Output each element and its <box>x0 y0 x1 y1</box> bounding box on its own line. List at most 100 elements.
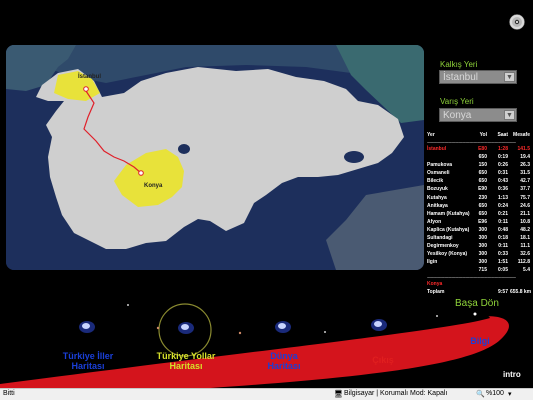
row-time: 1:28 <box>497 146 508 152</box>
header-distance: Mesafe <box>513 132 530 138</box>
nav-label: Türkiye İller Haritası <box>62 351 114 371</box>
istanbul-label: İstanbul <box>78 74 102 80</box>
row-road: 650 <box>478 170 487 177</box>
row-time: 0:21 <box>497 210 508 217</box>
row-place: Hamam (Kutahya) <box>427 210 470 217</box>
row-place: Bozuyuk <box>427 186 448 193</box>
globe-icon[interactable] <box>177 321 195 335</box>
nav-arc <box>0 303 509 388</box>
row-place: Degirmenkoy <box>427 243 459 250</box>
tuz-lake <box>178 144 190 154</box>
table-row: Bozuyuk E90 0:36 37.7 <box>427 185 531 193</box>
globe-icon[interactable] <box>78 320 96 334</box>
cd-icon[interactable] <box>509 14 525 30</box>
total-time: 9:57 <box>497 288 508 295</box>
konya-region <box>114 149 184 207</box>
row-distance: 37.7 <box>520 186 530 193</box>
row-distance: 24.6 <box>520 202 530 209</box>
row-road: 150 <box>478 162 487 169</box>
row-distance: 31.5 <box>520 170 530 177</box>
row-road: 715 <box>478 267 487 274</box>
zone-text: Bilgisayar | Korumalı Mod: Kapalı <box>344 390 448 397</box>
row-distance: 32.6 <box>520 251 530 258</box>
konya-marker <box>138 170 144 176</box>
row-time: 0:19 <box>497 154 508 161</box>
arrival-label: Varış Yeri <box>440 97 474 106</box>
row-road: 650 <box>478 202 487 209</box>
nav-turkey-roads[interactable]: Türkiye Yollar Haritası <box>145 351 227 371</box>
zoom-icon[interactable]: 🔍 <box>476 391 485 398</box>
row-distance: 26.3 <box>520 162 530 169</box>
header-place: Yer <box>427 132 435 138</box>
arrival-select[interactable]: Konya ▼ <box>439 108 517 122</box>
row-time: 0:26 <box>497 162 508 169</box>
row-distance: 18.1 <box>520 235 530 242</box>
row-place: İstanbul <box>427 146 447 152</box>
row-place: Bilecik <box>427 178 444 185</box>
row-distance: 141.5 <box>517 146 530 152</box>
departure-select[interactable]: İstanbul ▼ <box>439 70 517 84</box>
nav-label: Çıkış <box>372 355 394 365</box>
route-table-header: Yer Yol Saat Mesafe <box>427 132 531 140</box>
row-road: E90 <box>478 186 487 193</box>
row-time: 1:13 <box>497 194 508 201</box>
istanbul-region <box>54 71 100 101</box>
nav-label: Türkiye Yollar Haritası <box>156 351 216 371</box>
row-time: 0:43 <box>497 178 508 185</box>
browser-status-bar: Bitti 🖥 Bilgisayar | Korumalı Mod: Kapal… <box>0 388 533 400</box>
row-road: E80 <box>478 146 487 152</box>
row-distance: 75.7 <box>520 194 530 201</box>
back-to-start-button[interactable]: Başa Dön <box>455 298 499 309</box>
nav-info[interactable]: Bilgi <box>462 336 498 346</box>
route-line <box>83 90 142 174</box>
row-time: 1:51 <box>497 259 508 266</box>
row-place: Afyon <box>427 218 442 225</box>
lake-van <box>344 151 364 163</box>
row-distance: 19.4 <box>520 154 530 161</box>
chevron-down-icon[interactable]: ▾ <box>508 391 512 398</box>
intro-button[interactable]: intro <box>503 370 521 379</box>
sparkle-dots <box>127 304 477 335</box>
row-time: 0:36 <box>497 186 508 193</box>
row-time: 0:11 <box>498 243 508 250</box>
destination-name: Konya <box>427 280 443 287</box>
application-window: İstanbul Konya Kalkış Yeri İstanbul ▼ Va… <box>0 14 532 388</box>
globe-icon[interactable] <box>274 320 292 334</box>
konya-label: Konya <box>144 183 163 189</box>
table-separator: ----------------------------------------… <box>427 140 516 145</box>
row-distance: 10.8 <box>520 218 530 225</box>
nav-exit[interactable]: Çıkış <box>360 355 406 365</box>
row-place: Kaplica (Kutahya) <box>427 226 470 233</box>
zoom-level[interactable]: %100 <box>486 390 504 397</box>
row-place: Ilgin <box>427 259 438 266</box>
destination-row: Konya <box>427 280 531 288</box>
row-road: 300 <box>478 235 487 242</box>
chevron-down-icon[interactable]: ▼ <box>504 110 515 120</box>
turkey-landmass <box>36 67 404 249</box>
row-place: Yesilkoy (Konya) <box>427 251 468 258</box>
chevron-down-icon[interactable]: ▼ <box>504 72 515 82</box>
row-distance: 48.2 <box>520 226 530 233</box>
nav-world-map[interactable]: Dünya Haritası <box>256 351 312 371</box>
row-distance: 42.7 <box>520 178 530 185</box>
row-road: 300 <box>478 243 487 250</box>
nav-turkey-provinces[interactable]: Türkiye İller Haritası <box>48 351 128 371</box>
row-road: E96 <box>478 218 487 225</box>
map-graphic <box>6 45 424 270</box>
row-time: 0:11 <box>498 218 508 225</box>
globe-icon[interactable] <box>370 318 388 332</box>
row-place: Sultandagi <box>427 235 453 242</box>
row-distance: 112.8 <box>517 259 530 266</box>
computer-icon: 🖥 <box>334 391 343 398</box>
row-road: 230 <box>478 194 487 201</box>
status-text: Bitti <box>3 390 15 397</box>
